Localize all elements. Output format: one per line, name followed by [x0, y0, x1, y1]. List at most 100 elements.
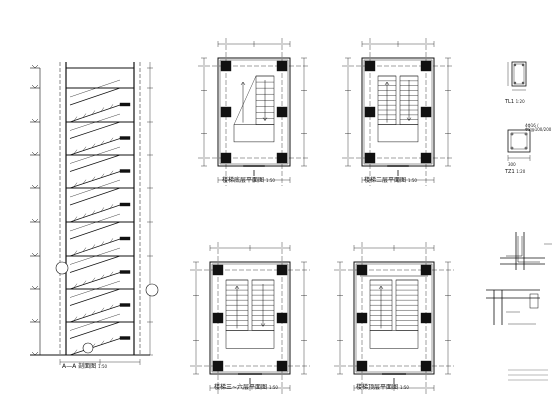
beam-section [511, 61, 527, 87]
wall-inner [219, 59, 289, 165]
down-arrow [260, 284, 266, 328]
level-marker [31, 218, 39, 223]
rebar-dot [513, 63, 517, 67]
tread-hatch [91, 310, 96, 315]
column [220, 60, 232, 72]
landing-beam [119, 303, 131, 307]
up-arrow [234, 285, 240, 329]
landing-beam [119, 236, 131, 241]
tread-hatch [100, 107, 105, 112]
tread-hatch [109, 271, 114, 276]
column [276, 152, 288, 164]
tread-hatch [100, 307, 105, 312]
tread-hatch [82, 113, 87, 118]
tread-hatch [109, 204, 114, 209]
column [220, 152, 232, 164]
column [356, 264, 368, 276]
column [276, 106, 288, 118]
rebar-bend [517, 236, 540, 263]
column [420, 60, 432, 72]
plan-ground-title-text: 楼梯底层平面图 [222, 177, 265, 184]
level-marker [31, 252, 39, 257]
level-marker [31, 151, 39, 156]
handrail [69, 113, 121, 131]
level-marker [31, 285, 39, 290]
plan-second-title-text: 楼梯二层平面图 [364, 177, 407, 184]
break-line [233, 75, 257, 125]
detail-tz1 [507, 129, 531, 161]
level-marker [31, 118, 39, 123]
landing [233, 124, 275, 143]
tread-hatch [82, 247, 87, 252]
handrail [69, 213, 121, 232]
plan-ground-scale: 1:50 [265, 178, 275, 183]
column [420, 106, 432, 118]
tread-hatch [109, 238, 114, 243]
rebar-dot [510, 132, 514, 136]
plan-typical-floor [190, 242, 310, 394]
up-arrow [240, 81, 246, 123]
down-arrow [406, 80, 412, 122]
tread-hatch [100, 173, 105, 178]
detail-callout [82, 342, 94, 354]
tread-hatch [100, 241, 105, 246]
detail-tz1-rebar: 4Φ16 / Φ8@100/200 [525, 123, 552, 132]
plan-second-floor [342, 38, 454, 186]
tread-hatch [100, 340, 105, 345]
tread-hatch [109, 104, 114, 109]
landing [377, 124, 419, 143]
level-marker [31, 318, 39, 323]
level-marker [31, 351, 39, 356]
rebar-dot [521, 63, 525, 67]
tread-hatch [109, 170, 114, 175]
up-arrow [384, 81, 390, 123]
tread-hatch [100, 140, 105, 145]
column [212, 360, 224, 372]
rebar-dot [513, 81, 517, 85]
column [276, 264, 288, 276]
landing-beam [119, 270, 131, 274]
tread-hatch [73, 316, 78, 321]
column [276, 312, 288, 324]
detail-tz1-dim: 300 [508, 162, 516, 167]
handrail [69, 247, 121, 265]
rebar-bend [506, 236, 523, 257]
rebar-dot [524, 132, 528, 136]
column [420, 264, 432, 276]
plan-typical-scale: 1:50 [268, 385, 278, 390]
plan-ground-floor [198, 38, 310, 186]
plan-second-scale: 1:50 [407, 178, 417, 183]
plan-top-floor [334, 242, 454, 394]
landing-beam [119, 136, 131, 140]
landing-beam [119, 336, 131, 340]
wall-inner [355, 263, 433, 373]
section-scale: 1:50 [98, 364, 108, 369]
detail-callout [145, 283, 159, 297]
tread-hatch [82, 179, 87, 184]
handrail [69, 280, 121, 298]
detail-tz1-title-text: TZ1 [505, 169, 515, 175]
level-marker [31, 84, 39, 89]
column [212, 312, 224, 324]
tread-hatch [82, 280, 87, 285]
tread-hatch [100, 274, 105, 279]
tread-hatch [109, 304, 114, 309]
plan-second-title: 楼梯二层平面图 1:50 [364, 178, 417, 184]
tread-hatch [82, 313, 87, 318]
tread-hatch [73, 250, 78, 255]
level-marker [31, 184, 39, 189]
handrail [69, 179, 121, 198]
detail-tl1-scale: 1:20 [515, 99, 525, 104]
column [276, 360, 288, 372]
plan-top-title-text: 楼梯顶层平面图 [356, 384, 399, 391]
plan-typical-title-text: 楼梯三~六层平面图 [214, 384, 268, 391]
level-marker [31, 64, 39, 69]
landing-beam [119, 169, 131, 173]
tread-hatch [109, 137, 114, 142]
section-title: A—A 剖面图 1:50 [62, 364, 107, 370]
stirrup [510, 132, 528, 150]
plan-ground-title: 楼梯底层平面图 1:50 [222, 178, 275, 184]
tread-hatch [73, 182, 78, 187]
tread-hatch [109, 337, 114, 342]
